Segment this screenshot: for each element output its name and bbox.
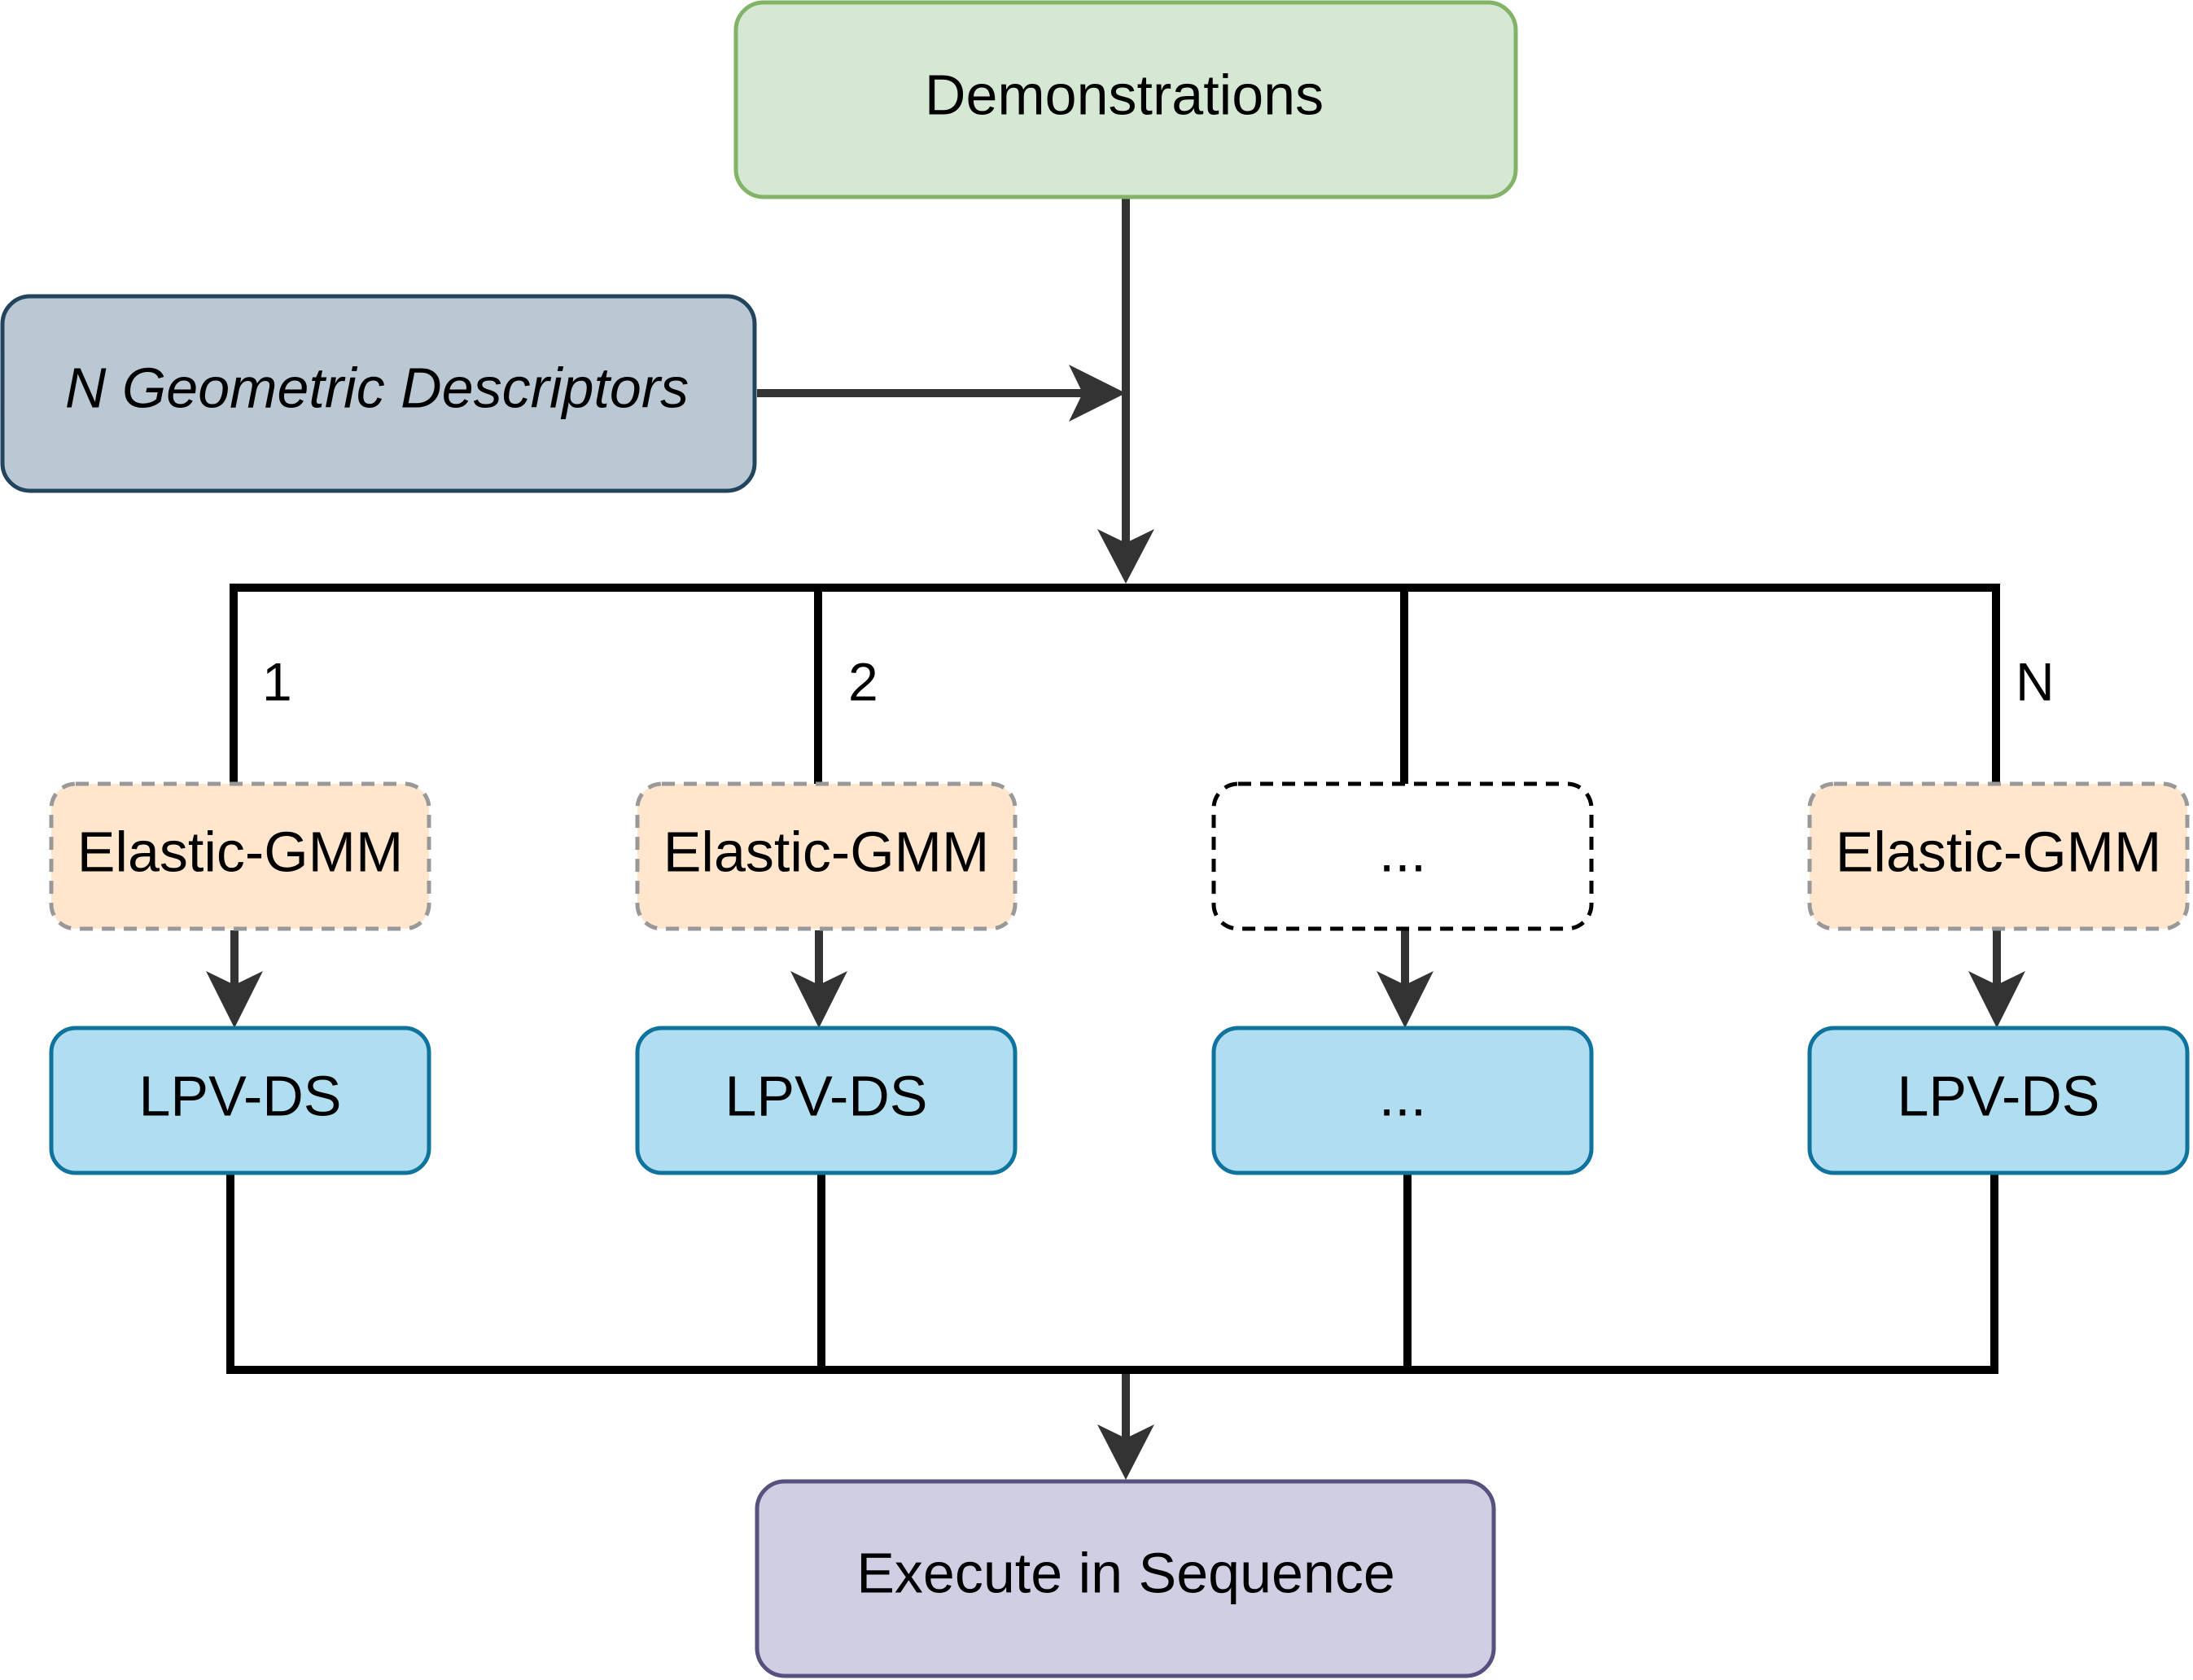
branch-2-index: 2 (848, 651, 878, 711)
execute-box (755, 1479, 1496, 1678)
execute-label: Execute in Sequence (856, 1541, 1395, 1604)
branch-2-arrow-head (790, 971, 847, 1028)
demonstrations-box (733, 0, 1518, 199)
branch-1-gmm-box (49, 781, 431, 931)
branch-2-lpv-label: LPV-DS (725, 1064, 928, 1127)
branch-4-gmm-box (1807, 781, 2190, 931)
branch-2: Elastic-GMM LPV-DS (635, 781, 1018, 1175)
branch-1-gmm-label: Elastic-GMM (77, 820, 404, 883)
branch-3-placeholder-label: ... (1379, 820, 1426, 883)
descriptors-label: N Geometric Descriptors (65, 356, 689, 419)
branch-2-lpv-box (635, 1026, 1018, 1175)
branch-3-lower-box (1211, 1026, 1594, 1175)
branch-3-placeholder-box (1211, 781, 1594, 931)
branch-1-index: 1 (262, 651, 292, 711)
connectors (226, 584, 2000, 1374)
branch-4-index: N (2016, 651, 2055, 711)
descriptors-node: N Geometric Descriptors (0, 294, 757, 493)
branch-1-lpv-box (49, 1026, 431, 1175)
branch-4-arrow-head (1968, 971, 2025, 1028)
branch-2-gmm-box (635, 781, 1018, 931)
branch-1-lpv-label: LPV-DS (139, 1064, 342, 1127)
arrows (206, 197, 2025, 1480)
descriptors-box (0, 294, 757, 493)
branch-1: Elastic-GMM LPV-DS (49, 781, 431, 1175)
branch-4-lpv-label: LPV-DS (1898, 1064, 2100, 1127)
branch-3-lower-label: ... (1379, 1064, 1426, 1127)
branch-4-lpv-box (1807, 1026, 2190, 1175)
branch-2-gmm-label: Elastic-GMM (663, 820, 990, 883)
branch-4: Elastic-GMM LPV-DS (1807, 781, 2190, 1175)
branch-1-arrow-head (206, 971, 263, 1028)
descriptors-arrow-head (1069, 365, 1126, 422)
execute-node: Execute in Sequence (755, 1479, 1496, 1678)
demonstrations-node: Demonstrations (733, 0, 1518, 199)
demonstrations-arrow-head (1097, 529, 1154, 584)
branch-3-arrow-head (1377, 971, 1434, 1028)
branch-3: ... ... (1211, 781, 1594, 1175)
branch-index-labels: 1 2 N (262, 651, 2055, 711)
demonstrations-label: Demonstrations (925, 63, 1324, 126)
execute-arrow-head (1097, 1424, 1154, 1480)
branch-4-gmm-label: Elastic-GMM (1836, 820, 2162, 883)
